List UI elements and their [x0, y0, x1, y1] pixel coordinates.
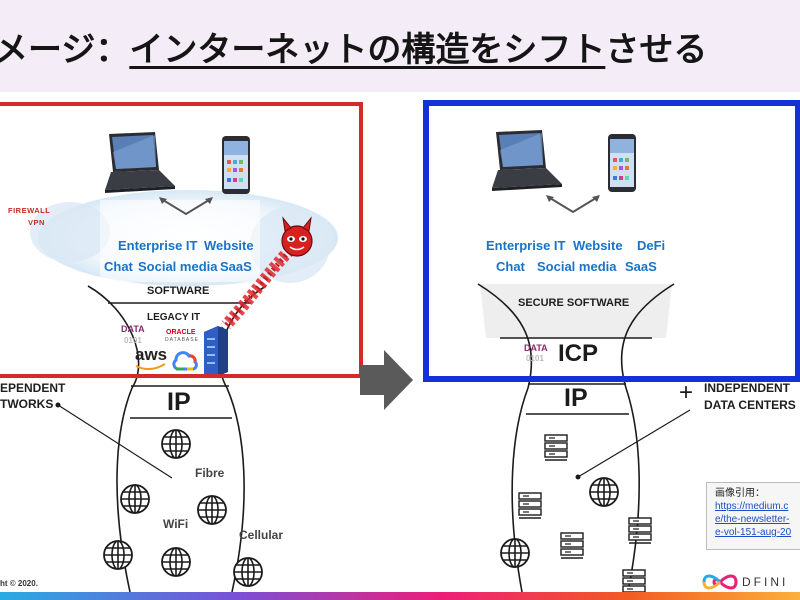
left-globe-icon [233, 557, 263, 587]
title-underlined: インターネットの構造をシフト [129, 30, 606, 70]
legacy-server-rack-icon [204, 326, 228, 378]
right-arrowhead-b [592, 195, 600, 202]
right-app-social-media: Social media [537, 259, 617, 274]
left-laptop-icon [105, 132, 175, 193]
left-diagram [30, 132, 338, 593]
left-app-chat: Chat [104, 259, 133, 274]
icp-label: ICP [558, 340, 599, 367]
networks-label-line1: EPENDENT [0, 381, 66, 395]
left-hourglass-right [219, 285, 267, 593]
right-server-icon [628, 517, 652, 544]
legacy-it-label: LEGACY IT [147, 312, 201, 323]
right-server-icon [518, 492, 542, 519]
oracle-database-text: DATABASE [165, 337, 199, 343]
right-data-label: DATA [524, 343, 548, 353]
gcp-cloud-icon [172, 351, 198, 371]
left-highlight-frame [0, 102, 363, 378]
right-diagram [428, 108, 798, 596]
datacenters-label-line1: INDEPENDENT [704, 381, 791, 395]
datacenter-pointer-line [577, 409, 691, 478]
datacenter-pointer-dot [575, 474, 581, 480]
left-cloud-edge-left [30, 202, 110, 262]
right-arrowhead-a [546, 195, 554, 202]
left-data-label: DATA [121, 324, 145, 334]
datacenters-label-line2: DATA CENTERS [704, 398, 796, 412]
wifi-label: WiFi [163, 517, 189, 531]
header-band [0, 0, 800, 92]
left-ip-label: IP [167, 388, 191, 416]
right-app-saas: SaaS [625, 259, 657, 274]
bottom-gradient-bar [0, 592, 800, 600]
left-cloud-center [100, 200, 260, 282]
left-hourglass-left [87, 285, 140, 593]
secure-software-band [480, 284, 672, 338]
left-globe-icon [161, 547, 191, 577]
left-arrowhead-b [205, 197, 213, 204]
plus-icon: + [679, 379, 694, 406]
right-app-defi: DeFi [637, 238, 666, 253]
citation-box: 画像引用： https://medium.c e/the-newsletter-… [706, 482, 800, 550]
right-highlight-frame [423, 100, 800, 382]
left-arrowhead-a [159, 197, 167, 204]
left-app-social-media: Social media [138, 259, 218, 274]
aws-logo-text: aws [135, 345, 168, 364]
oracle-logo-text: ORACLE [166, 329, 196, 336]
citation-link-1[interactable]: https://medium.c [715, 501, 789, 512]
right-server-icon [560, 532, 584, 559]
dfinity-logo-icon [702, 574, 738, 590]
right-globe-icon [500, 538, 530, 568]
left-data-bits: 0101 [124, 336, 142, 345]
left-device-arrows [162, 199, 210, 216]
right-data-bits: 0101 [526, 354, 544, 363]
right-server-icon [544, 434, 568, 461]
right-globe-icon [589, 477, 619, 507]
brand-name: DFINI [742, 575, 789, 589]
page-title: メージ：インターネットの構造をシフトさせる [0, 22, 707, 71]
right-phone-icon [608, 134, 636, 192]
attack-trail [221, 245, 295, 330]
citation-link-2[interactable]: e/the-newsletter- [715, 514, 790, 525]
left-app-saas: SaaS [220, 259, 252, 274]
fibre-label: Fibre [195, 466, 225, 480]
title-prefix: メージ： [0, 30, 130, 70]
vpn-label: VPN [28, 218, 45, 227]
left-globe-icon [197, 495, 227, 525]
title-suffix: させる [605, 30, 708, 70]
cellular-label: Cellular [239, 528, 284, 542]
right-hourglass-left [477, 283, 533, 593]
copyright-text: ht © 2020. [0, 579, 38, 588]
right-ip-label: IP [564, 384, 588, 412]
left-software-label: SOFTWARE [147, 285, 210, 297]
right-app-website: Website [573, 238, 623, 253]
networks-label-line2: TWORKS [0, 397, 54, 411]
right-device-arrows [549, 197, 597, 214]
left-app-website: Website [204, 238, 254, 253]
left-globe-icon [161, 429, 191, 459]
left-app-enterprise-it: Enterprise IT [118, 238, 198, 253]
networks-pointer-line [57, 404, 173, 479]
networks-pointer-dot [55, 402, 61, 408]
right-app-chat: Chat [496, 259, 525, 274]
right-app-enterprise-it: Enterprise IT [486, 238, 566, 253]
aws-smile-icon [135, 363, 166, 370]
citation-link-3[interactable]: e-vol-151-aug-20 [715, 527, 792, 538]
devil-icon [281, 216, 313, 257]
left-globe-icon [103, 540, 133, 570]
left-globe-icon [120, 484, 150, 514]
firewall-label: FIREWALL [8, 206, 51, 215]
left-phone-icon [222, 136, 250, 194]
secure-software-label: SECURE SOFTWARE [518, 297, 630, 309]
transition-arrow-icon [360, 350, 413, 410]
citation-label: 画像引用： [715, 488, 765, 499]
